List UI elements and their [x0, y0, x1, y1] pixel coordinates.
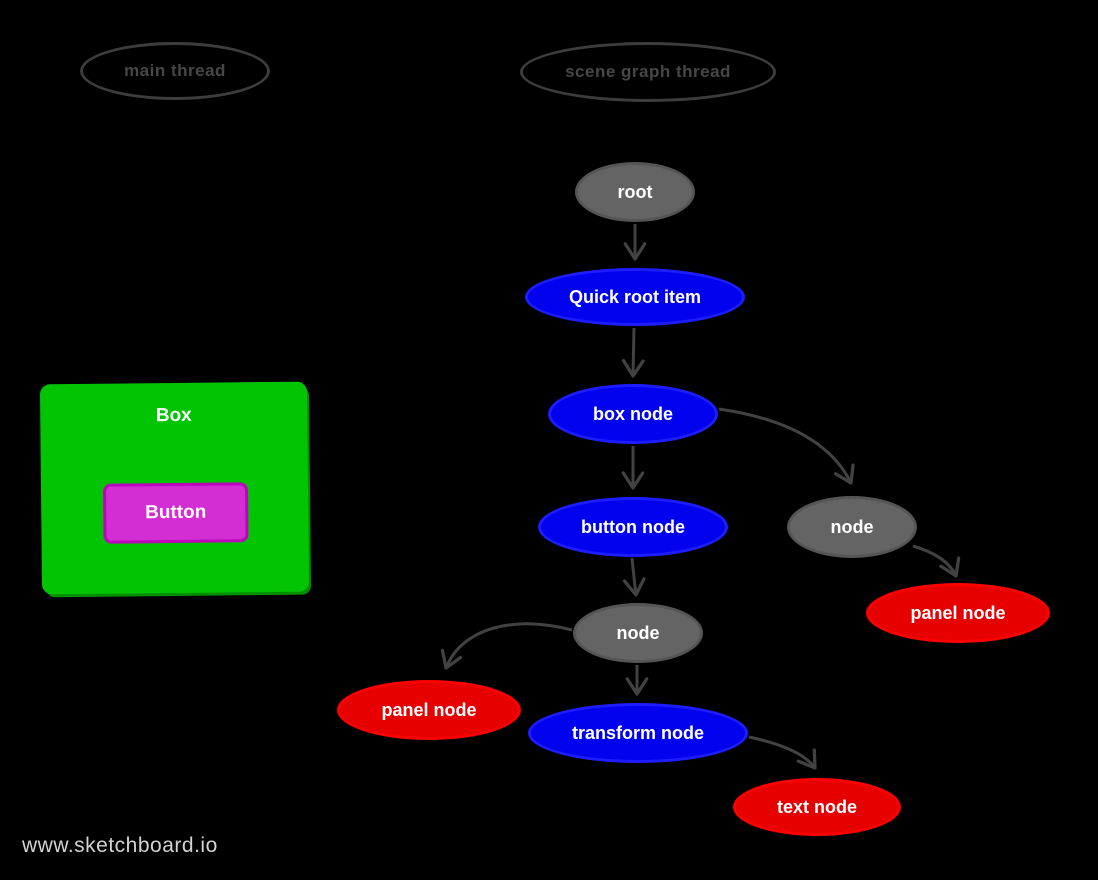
node-root: root: [575, 162, 695, 222]
box-shape: Box Button: [39, 381, 310, 595]
node-node-right: node: [787, 496, 917, 558]
button-shape: Button: [102, 482, 249, 544]
edge-box-node-to-node-right: [718, 407, 855, 485]
button-label: Button: [145, 501, 207, 524]
sketchboard-watermark: www.sketchboard.io: [22, 834, 218, 857]
thread-ellipse-main-thread: main thread: [80, 42, 270, 100]
node-text-node: text node: [733, 778, 901, 836]
node-quick-root-item: Quick root item: [525, 268, 745, 326]
node-transform-node: transform node: [528, 703, 748, 763]
node-button-node: button node: [538, 497, 728, 557]
edge-quick-root-item-to-box-node: [621, 327, 645, 378]
edge-node-middle-to-panel-node-left: [440, 622, 573, 670]
box-label: Box: [155, 404, 192, 427]
node-box-node: box node: [548, 384, 718, 444]
edge-transform-node-to-text-node: [748, 735, 817, 770]
edge-node-right-to-panel-node-right: [912, 544, 961, 578]
node-panel-node-right: panel node: [866, 583, 1050, 643]
edge-button-node-to-node-middle: [622, 557, 646, 597]
node-node-middle: node: [573, 603, 703, 663]
thread-ellipse-scene-graph-thread: scene graph thread: [520, 42, 776, 102]
node-panel-node-left: panel node: [337, 680, 521, 740]
